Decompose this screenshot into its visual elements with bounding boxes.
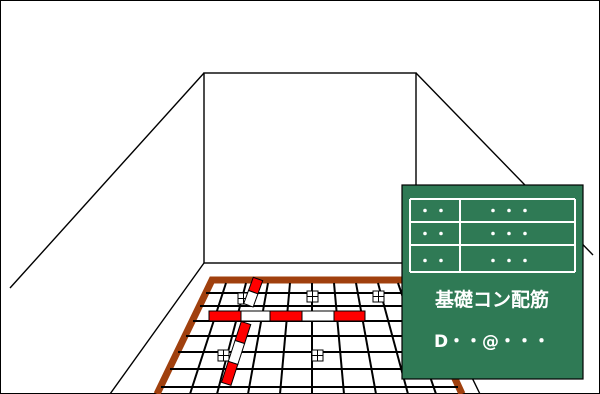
perspective-line-top-left xyxy=(9,72,205,289)
spacer-block xyxy=(217,349,230,362)
perspective-line-bottom-left xyxy=(109,262,205,394)
rebar-vertical xyxy=(333,282,345,394)
blackboard-row-1-right: ・・・ xyxy=(486,204,534,220)
spacer-block xyxy=(306,290,319,303)
blackboard-title: 基礎コン配筋 xyxy=(434,288,549,311)
rebar-vertical xyxy=(247,282,269,394)
blackboard-row-2-left: ・・ xyxy=(418,227,450,243)
measuring-staff-horizontal xyxy=(208,310,366,322)
measuring-staff-diagonal-lower xyxy=(220,320,252,387)
blackboard-row-3-left: ・・ xyxy=(418,254,450,270)
spacer-block xyxy=(311,349,324,362)
spacer-block xyxy=(372,290,385,303)
blackboard-body xyxy=(401,184,584,380)
blackboard-spec: D・・@・・・ xyxy=(434,332,550,352)
rebar-vertical xyxy=(279,282,291,394)
blackboard-row-3-right: ・・・ xyxy=(486,254,534,270)
site-blackboard: ・・ ・・・ ・・ ・・・ ・・ ・・・ 基礎コン配筋 D・・@・・・ xyxy=(401,184,584,380)
blackboard-rules xyxy=(409,198,576,273)
rebar-vertical xyxy=(189,282,227,394)
measuring-staff-diagonal-upper xyxy=(243,276,264,308)
back-wall xyxy=(203,72,417,264)
rebar-vertical xyxy=(355,282,377,394)
blackboard-row-1-left: ・・ xyxy=(418,204,450,220)
blackboard-row-2-right: ・・・ xyxy=(486,227,534,243)
